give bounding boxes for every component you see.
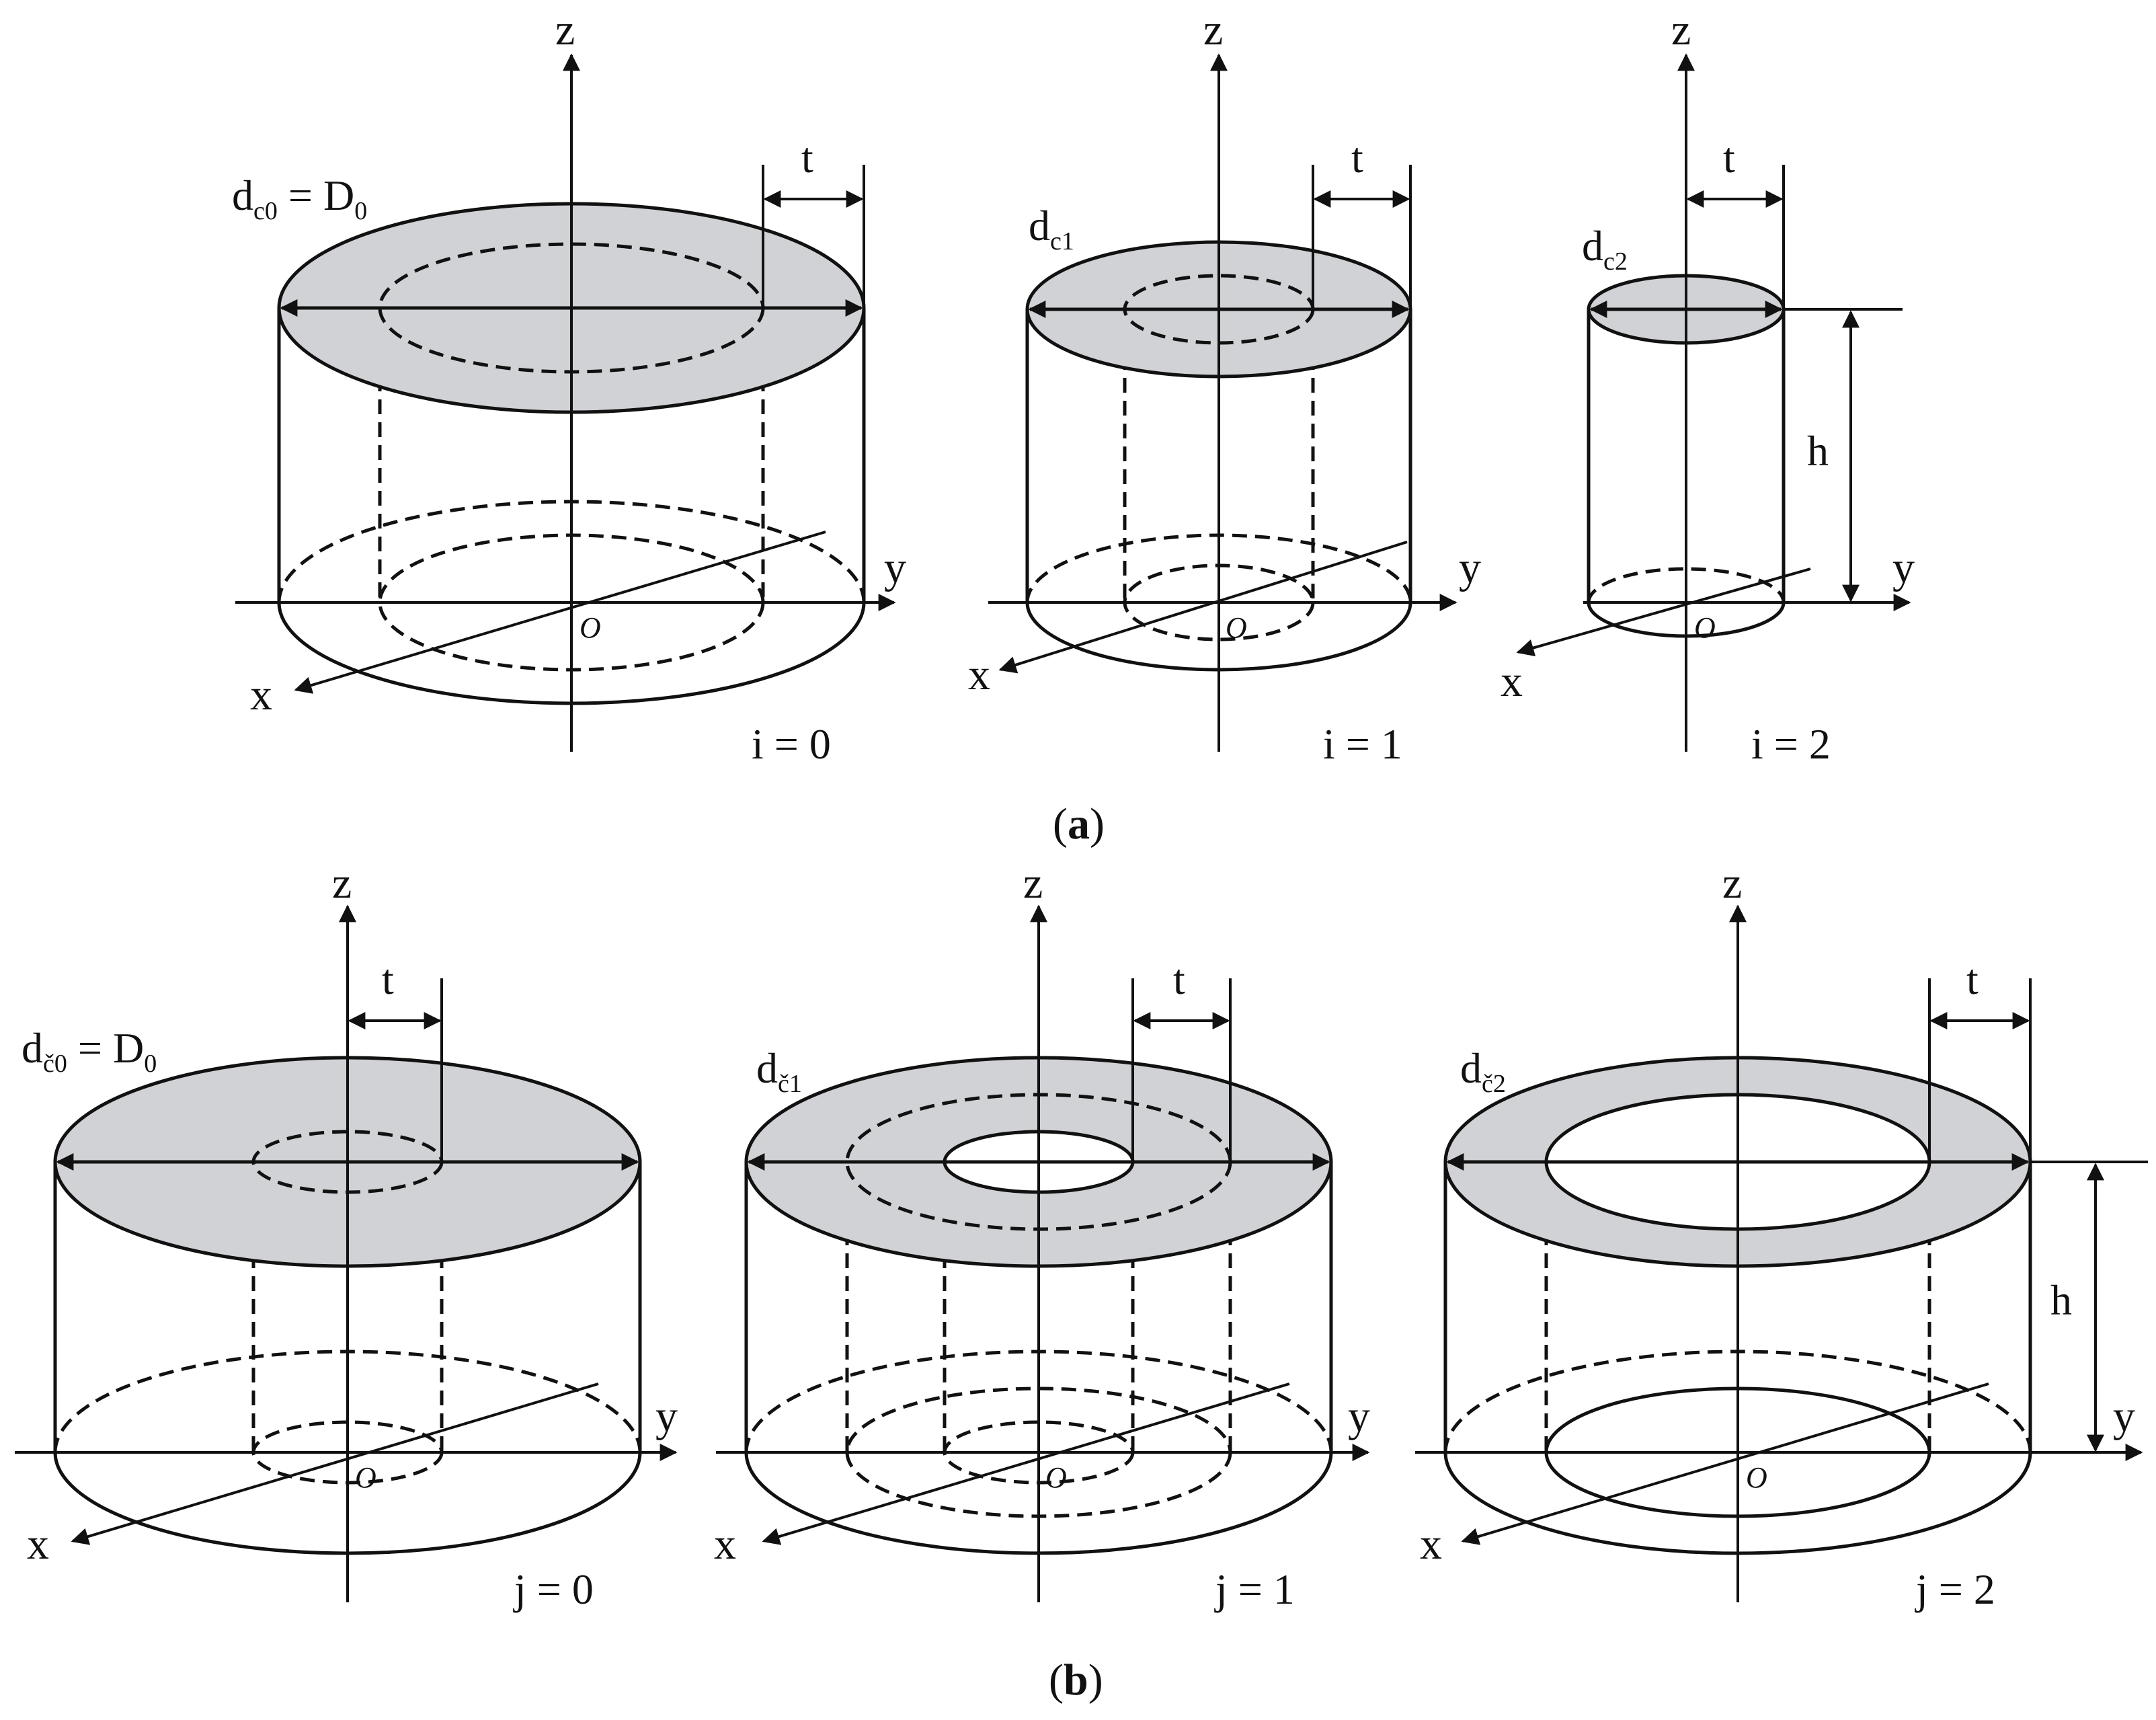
index-label: j = 2 bbox=[1915, 1565, 1995, 1613]
panel-a: z y x O t dc0 = D0 i = 0 z bbox=[232, 5, 1915, 849]
x-label: x bbox=[714, 1520, 736, 1569]
x-label: x bbox=[1501, 657, 1523, 706]
ring-b0: z y x O t dč0 = D0 j = 0 bbox=[15, 859, 678, 1613]
cylinder-a2: z y x O t h dc2 i = 2 bbox=[1501, 5, 1915, 768]
t-label: t bbox=[1173, 955, 1185, 1003]
x-axis bbox=[1461, 1382, 1989, 1545]
cylinder-a0: z y x O t dc0 = D0 i = 0 bbox=[232, 5, 906, 768]
cylinder-a1: z y x O t dc1 i = 1 bbox=[968, 5, 1481, 768]
x-axis bbox=[294, 531, 826, 694]
caption-b: (b) bbox=[1049, 1655, 1103, 1705]
diameter-label: dč1 bbox=[756, 1044, 802, 1098]
z-label: z bbox=[1671, 5, 1691, 54]
h-label: h bbox=[2050, 1276, 2072, 1324]
z-label: z bbox=[1722, 859, 1742, 908]
t-label: t bbox=[1723, 134, 1735, 182]
diameter-label: dč2 bbox=[1460, 1044, 1506, 1098]
diameter-label: dč0 = D0 bbox=[22, 1024, 157, 1078]
t-label: t bbox=[1351, 134, 1363, 182]
diameter-label: dc0 = D0 bbox=[232, 171, 367, 225]
index-label: i = 2 bbox=[1751, 720, 1831, 768]
ring-b1: z y x O t dč1 j = 1 bbox=[714, 859, 1370, 1613]
x-axis bbox=[762, 1382, 1290, 1545]
y-label: y bbox=[1459, 543, 1481, 592]
y-label: y bbox=[1348, 1392, 1370, 1441]
x-label: x bbox=[1420, 1520, 1442, 1569]
y-label: y bbox=[2113, 1392, 2135, 1441]
ring-b2: z y x O t h dč2 j = 2 bbox=[1415, 859, 2148, 1613]
y-label: y bbox=[1892, 543, 1915, 592]
index-label: i = 1 bbox=[1323, 720, 1402, 768]
y-label: y bbox=[655, 1392, 678, 1441]
caption-a: (a) bbox=[1053, 799, 1105, 849]
index-label: i = 0 bbox=[752, 720, 831, 768]
origin-label: O bbox=[355, 1461, 376, 1494]
z-label: z bbox=[1203, 5, 1223, 54]
origin-label: O bbox=[580, 611, 601, 644]
index-label: j = 0 bbox=[513, 1565, 594, 1613]
x-label: x bbox=[250, 670, 272, 719]
x-axis bbox=[998, 541, 1408, 674]
panel-b: z y x O t dč0 = D0 j = 0 bbox=[15, 859, 2148, 1705]
index-label: j = 1 bbox=[1214, 1565, 1295, 1613]
z-label: z bbox=[555, 5, 575, 54]
t-label: t bbox=[801, 134, 813, 182]
y-label: y bbox=[884, 543, 906, 592]
h-label: h bbox=[1807, 427, 1829, 475]
diameter-label: dc1 bbox=[1029, 202, 1074, 256]
x-axis bbox=[1516, 568, 1811, 657]
origin-label: O bbox=[1226, 611, 1247, 644]
origin-label: O bbox=[1694, 611, 1716, 644]
z-label: z bbox=[332, 859, 352, 908]
z-label: z bbox=[1023, 859, 1043, 908]
t-label: t bbox=[1966, 955, 1979, 1003]
x-label: x bbox=[27, 1520, 49, 1569]
t-label: t bbox=[382, 955, 394, 1003]
diameter-label: dc2 bbox=[1582, 222, 1628, 276]
x-axis bbox=[71, 1382, 599, 1545]
x-label: x bbox=[968, 650, 990, 699]
origin-label: O bbox=[1045, 1461, 1067, 1494]
origin-label: O bbox=[1746, 1461, 1767, 1494]
